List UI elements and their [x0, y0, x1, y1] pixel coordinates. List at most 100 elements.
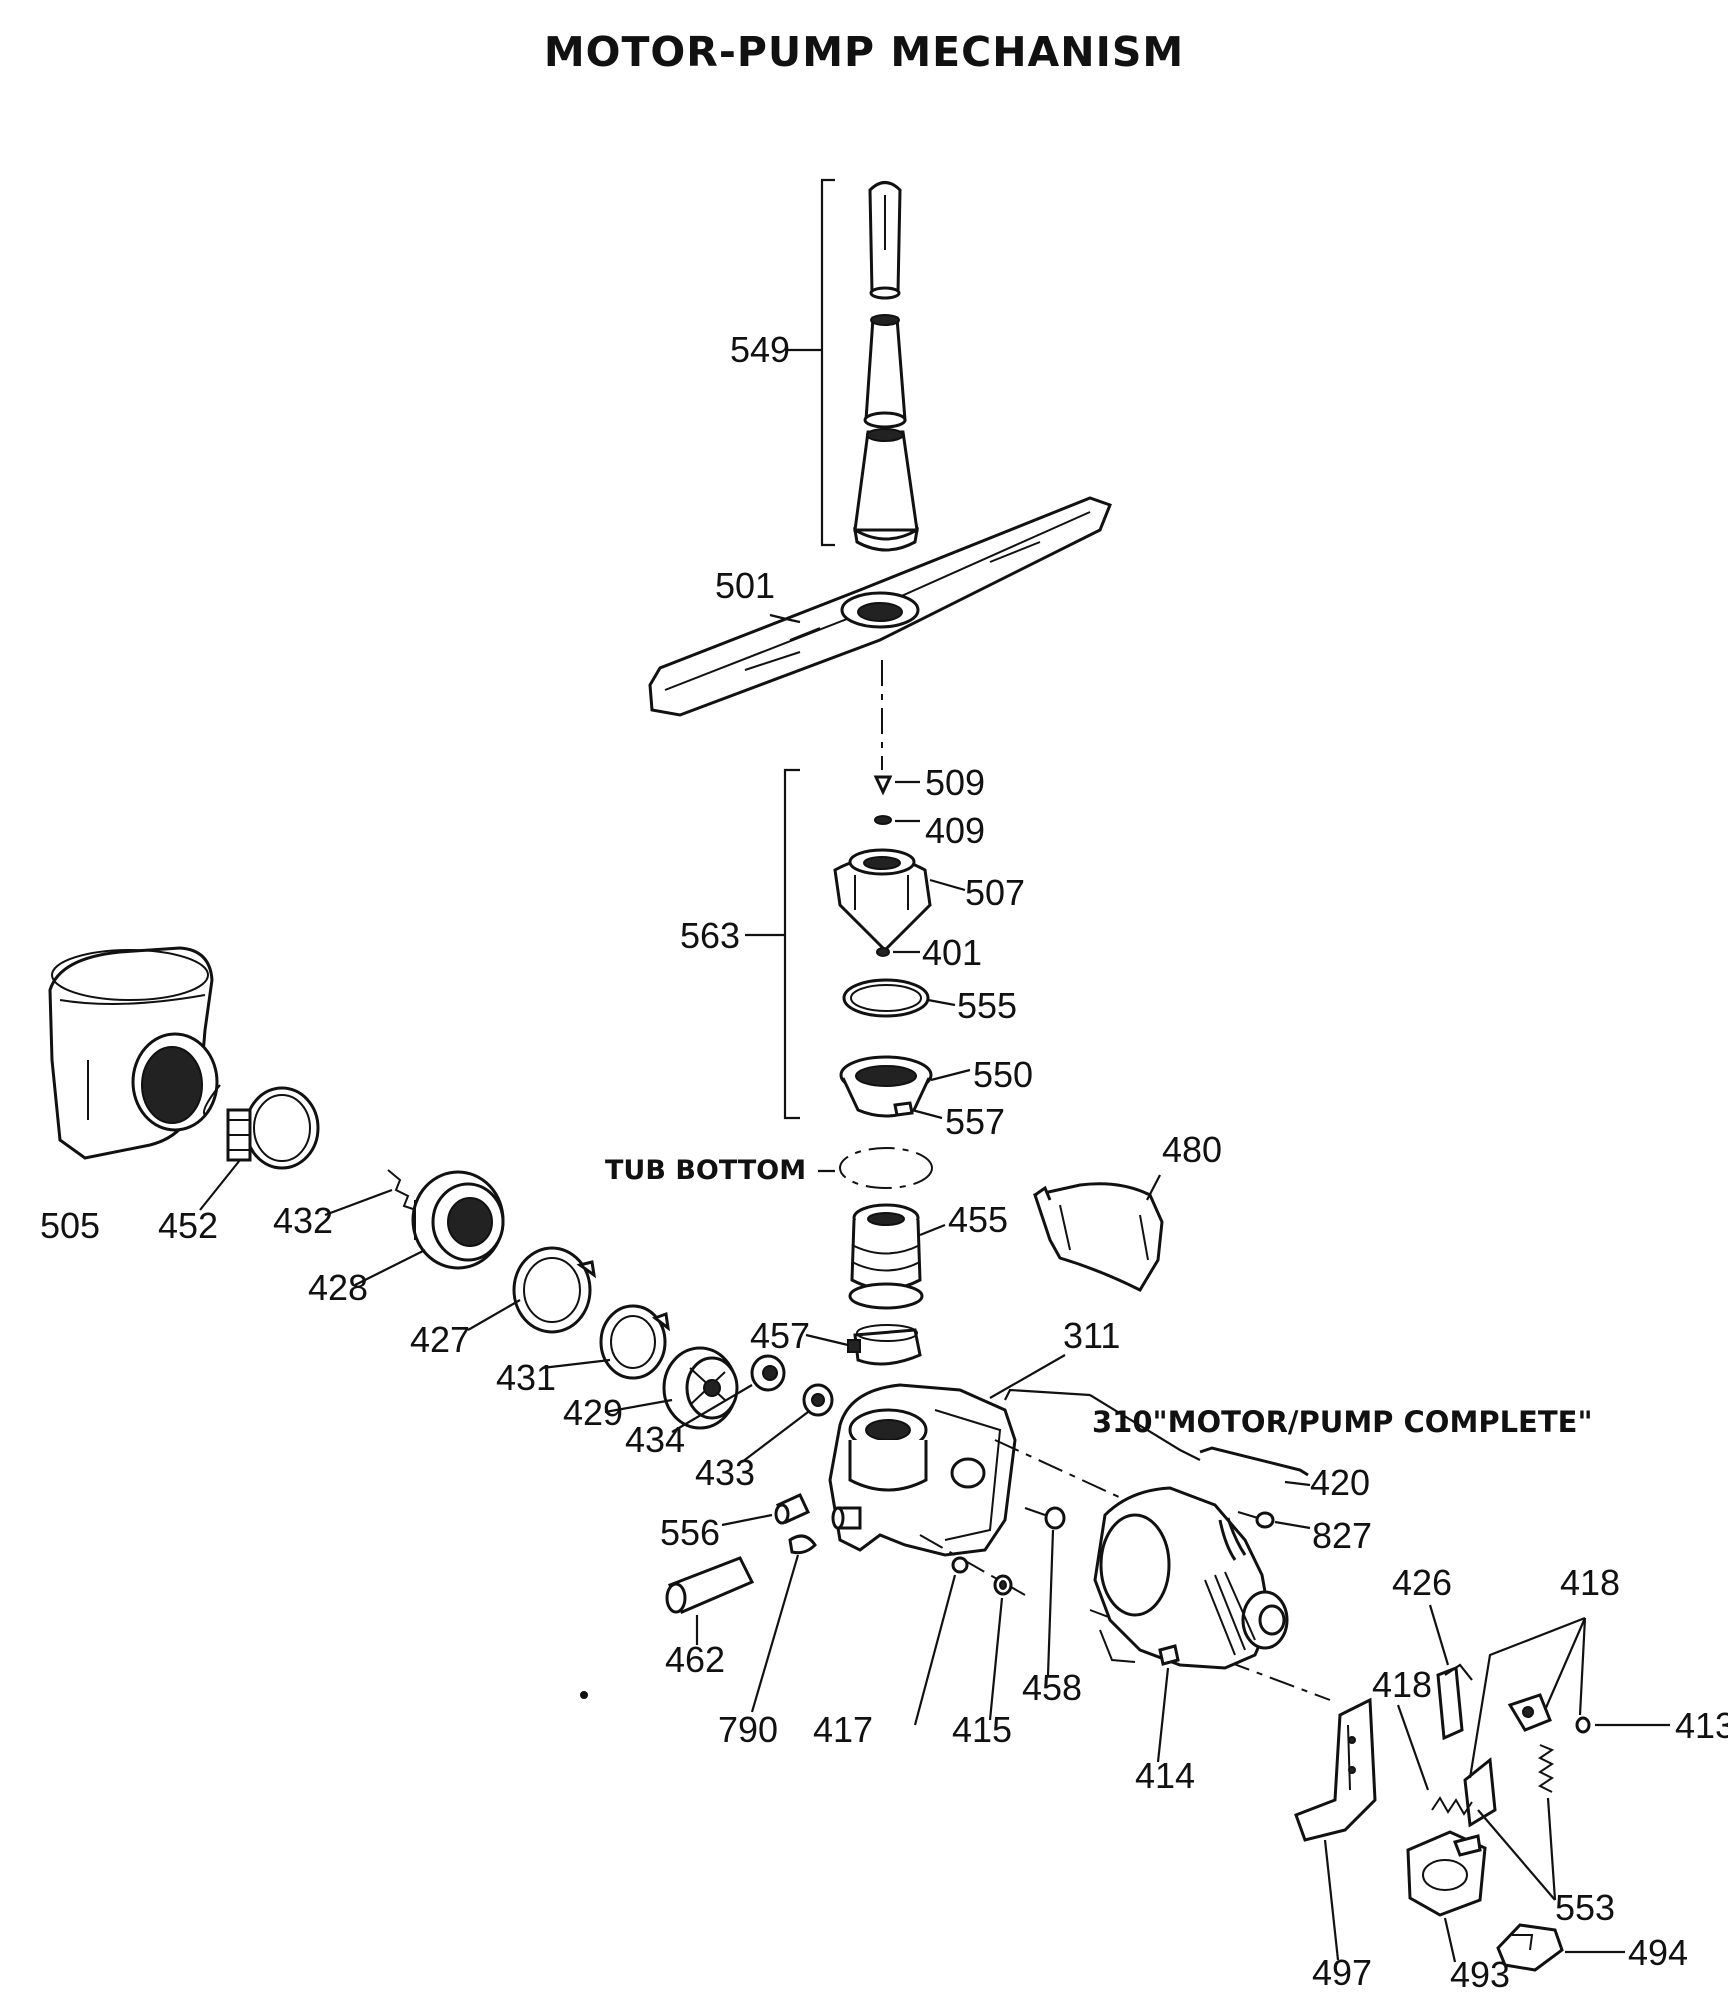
label-426: 426 — [1392, 1562, 1452, 1603]
part-432-spring — [387, 1169, 417, 1211]
part-553-spring-b — [1431, 1796, 1473, 1816]
label-415: 415 — [952, 1709, 1012, 1750]
leader-493 — [1443, 1917, 1457, 1963]
part-311-pump-housing — [828, 1383, 1017, 1557]
label-433: 433 — [695, 1452, 755, 1493]
label-417: 417 — [813, 1709, 873, 1750]
label-418-top: 418 — [1560, 1562, 1620, 1603]
leader-432 — [324, 1188, 393, 1217]
part-458-screw — [1024, 1506, 1066, 1530]
part-501-spray-arm — [648, 496, 1112, 717]
bracket-310-a — [1004, 1388, 1091, 1401]
part-505-inlet-housing — [48, 946, 219, 1160]
leader-415 — [988, 1597, 1004, 1721]
label-452: 452 — [158, 1205, 218, 1246]
part-555-ring — [842, 978, 930, 1018]
label-429: 429 — [563, 1392, 623, 1433]
part-557-clip — [893, 1101, 914, 1117]
part-420-wire — [1199, 1446, 1309, 1477]
part-414-screw — [1158, 1644, 1180, 1666]
label-418-left: 418 — [1372, 1664, 1432, 1705]
part-493-solenoid — [1406, 1830, 1487, 1917]
part-417-washer — [951, 1556, 969, 1574]
label-827: 827 — [1312, 1515, 1372, 1556]
part-413-clip — [1575, 1716, 1591, 1734]
leader-311 — [989, 1354, 1066, 1399]
part-433-bushing — [802, 1383, 834, 1417]
label-457: 457 — [750, 1315, 810, 1356]
label-550: 550 — [973, 1054, 1033, 1095]
label-401: 401 — [922, 932, 982, 973]
bracket-310-b — [1089, 1394, 1201, 1461]
leader-417 — [913, 1574, 957, 1726]
leader-553-a — [1546, 1797, 1557, 1901]
label-434: 434 — [625, 1419, 685, 1460]
label-553: 553 — [1555, 1887, 1615, 1928]
part-415-nut — [993, 1574, 1013, 1596]
label-557: 557 — [945, 1101, 1005, 1142]
label-480: 480 — [1162, 1129, 1222, 1170]
part-455-sump-fitting — [848, 1203, 924, 1310]
leader-553-b — [1477, 1809, 1556, 1901]
label-414: 414 — [1135, 1755, 1195, 1796]
label-549: 549 — [730, 329, 790, 370]
part-429-impeller — [662, 1346, 739, 1430]
leader-555 — [927, 998, 956, 1007]
part-427-ring — [512, 1246, 597, 1334]
label-427: 427 — [410, 1319, 470, 1360]
leader-457 — [805, 1333, 849, 1347]
part-509-screw — [873, 775, 893, 796]
label-413: 413 — [1675, 1705, 1728, 1746]
caption-tub-bottom: TUB BOTTOM — [605, 1155, 806, 1186]
part-494-actuator — [1496, 1923, 1564, 1972]
label-505: 505 — [40, 1205, 100, 1246]
leader-428 — [354, 1249, 426, 1286]
label-555: 555 — [957, 985, 1017, 1026]
leader-426 — [1428, 1604, 1450, 1666]
leader-556 — [721, 1513, 773, 1527]
leader-418-b — [1543, 1617, 1587, 1711]
label-497: 497 — [1312, 1952, 1372, 1993]
part-426-rod — [1436, 1663, 1473, 1741]
label-311: 311 — [1063, 1315, 1120, 1356]
leader-418-c — [1578, 1617, 1587, 1716]
leader-414 — [1156, 1667, 1170, 1763]
part-553-spring-a — [1538, 1744, 1555, 1793]
leader-550 — [930, 1068, 971, 1082]
label-431: 431 — [496, 1357, 556, 1398]
part-401-washer — [876, 947, 890, 957]
leader-501 — [769, 613, 801, 624]
label-409: 409 — [925, 810, 985, 851]
part-550-cup — [839, 1055, 933, 1118]
leader-557 — [911, 1108, 943, 1120]
part-labels: 549 501 509 409 507 563 401 555 550 557 … — [40, 329, 1728, 1995]
part-507-hub — [833, 848, 932, 953]
stray-dot — [580, 1691, 588, 1699]
label-509: 509 — [925, 762, 985, 803]
label-501: 501 — [715, 565, 775, 606]
label-563: 563 — [680, 915, 740, 956]
axis-line-bracket — [1089, 1609, 1331, 1701]
label-462: 462 — [665, 1639, 725, 1680]
part-428-filter — [411, 1170, 505, 1270]
leader-434 — [671, 1384, 753, 1433]
leader-458 — [1046, 1529, 1055, 1676]
label-428: 428 — [308, 1267, 368, 1308]
label-556: 556 — [660, 1512, 720, 1553]
leader-418-a — [1468, 1616, 1586, 1779]
leader-429 — [604, 1398, 673, 1414]
part-434-nut — [750, 1354, 786, 1392]
part-549-spray-tubes — [852, 181, 920, 552]
part-790-clip — [788, 1534, 817, 1555]
part-480-cover — [1033, 1182, 1164, 1292]
diagram-title: MOTOR-PUMP MECHANISM — [544, 28, 1184, 76]
part-457-clamp — [847, 1324, 922, 1366]
tub-bottom-outline — [839, 1147, 933, 1189]
caption-motor-pump-complete: 310"MOTOR/PUMP COMPLETE" — [1092, 1405, 1593, 1439]
label-493: 493 — [1450, 1954, 1510, 1995]
part-497-mounting-plate — [1294, 1697, 1377, 1842]
label-420: 420 — [1310, 1462, 1370, 1503]
bracket-549 — [820, 178, 835, 547]
leader-420 — [1284, 1480, 1311, 1487]
label-790: 790 — [718, 1709, 778, 1750]
